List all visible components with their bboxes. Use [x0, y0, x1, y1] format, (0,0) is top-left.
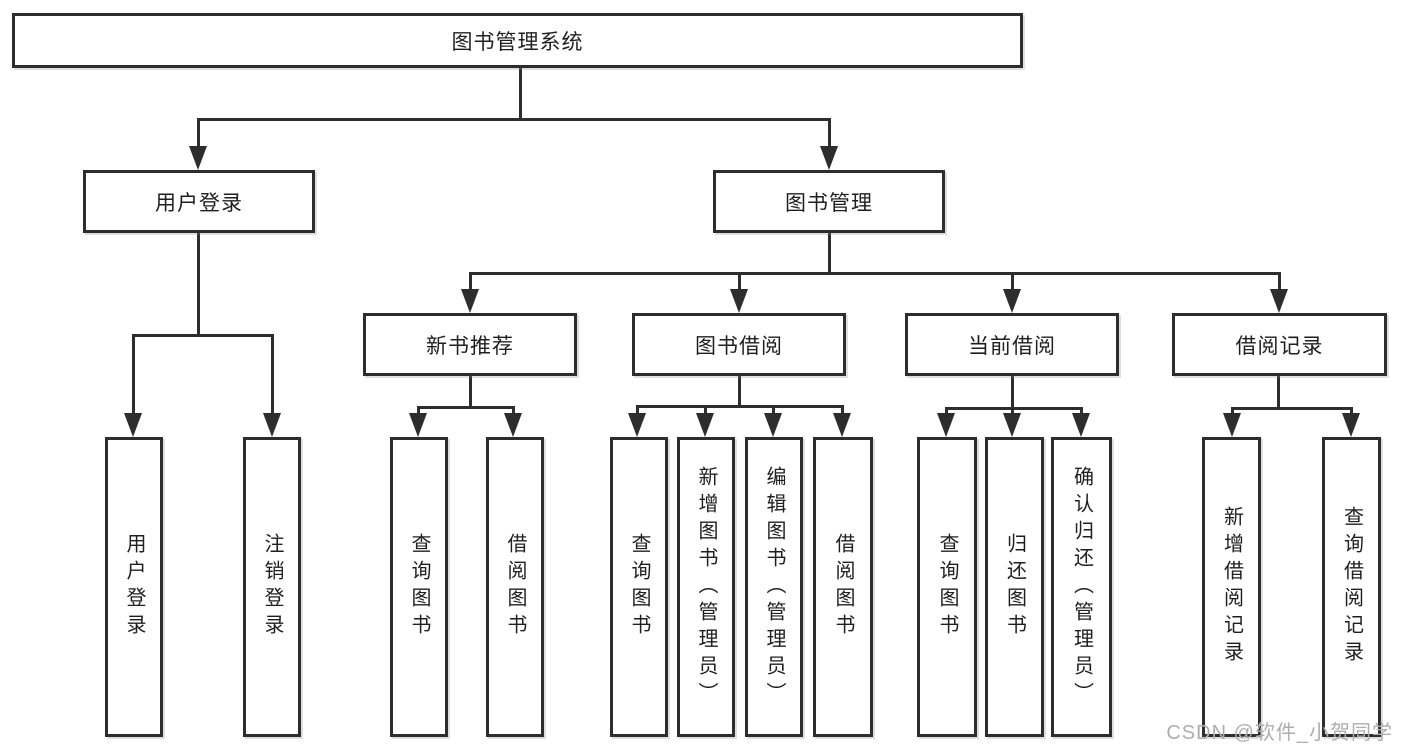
arrow-down-icon — [263, 413, 281, 437]
connector-borrow-split — [636, 405, 843, 408]
connector-recommend-stem — [469, 376, 472, 409]
node-new-book-recommend-label: 新书推荐 — [426, 334, 514, 358]
node-borrow-record-label: 借阅记录 — [1235, 334, 1324, 358]
leaf-edit-books-admin: 编辑图书（管理员） — [745, 437, 803, 737]
connector-to-book-management — [828, 118, 831, 151]
connector-level2-split — [197, 118, 831, 121]
connector-to-borrow-record — [1278, 272, 1281, 294]
connector-to-new-book-recommend — [469, 272, 472, 294]
connector-to-book-borrow — [738, 272, 741, 294]
connector-leaf-stem — [1011, 407, 1014, 418]
leaf-query-books-current: 查询图书 — [917, 437, 977, 737]
arrow-down-icon — [937, 413, 955, 437]
node-book-management: 图书管理 — [713, 170, 945, 233]
leaf-query-borrow-record: 查询借阅记录 — [1322, 437, 1381, 737]
arrow-down-icon — [820, 146, 838, 170]
leaf-label: 注销登录 — [261, 533, 283, 641]
connector-leaf-stem — [945, 407, 948, 418]
leaf-label: 查询借阅记录 — [1340, 506, 1363, 668]
leaf-label: 查询图书 — [408, 533, 430, 641]
connector-level3-split — [469, 272, 1280, 275]
connector-to-logout-leaf — [271, 334, 274, 418]
connector-current-stem — [1011, 376, 1014, 410]
node-new-book-recommend: 新书推荐 — [363, 313, 577, 376]
leaf-confirm-return-admin: 确认归还（管理员） — [1051, 437, 1112, 737]
leaf-borrow-books-recommend: 借阅图书 — [486, 437, 544, 737]
node-user-login: 用户登录 — [83, 170, 315, 233]
leaf-label: 新增借阅记录 — [1220, 506, 1243, 668]
node-root-label: 图书管理系统 — [451, 30, 584, 54]
leaf-label: 用户登录 — [123, 533, 145, 641]
leaf-borrow-books-borrow: 借阅图书 — [813, 437, 873, 737]
leaf-query-books-recommend: 查询图书 — [390, 437, 448, 737]
leaf-add-borrow-record: 新增借阅记录 — [1202, 437, 1261, 737]
leaf-logout: 注销登录 — [243, 437, 301, 737]
node-book-management-label: 图书管理 — [785, 191, 873, 215]
leaf-query-books-borrow: 查询图书 — [610, 437, 668, 737]
connector-leaf-stem — [772, 405, 775, 418]
connector-to-current-borrow — [1011, 272, 1014, 294]
node-book-borrow: 图书借阅 — [632, 313, 846, 376]
node-current-borrow-label: 当前借阅 — [968, 334, 1056, 358]
connector-recommend-split — [417, 406, 515, 409]
node-root: 图书管理系统 — [12, 13, 1023, 68]
arrow-down-icon — [1342, 413, 1360, 437]
connector-user-login-split — [132, 334, 274, 337]
connector-leaf-stem — [704, 405, 707, 418]
node-borrow-record: 借阅记录 — [1172, 313, 1387, 376]
arrow-down-icon — [124, 413, 142, 437]
connector-leaf-stem — [1350, 407, 1353, 418]
leaf-label: 编辑图书（管理员） — [763, 465, 785, 709]
arrow-down-icon — [696, 413, 714, 437]
leaf-label: 确认归还（管理员） — [1070, 465, 1093, 709]
connector-to-login-leaf — [132, 334, 135, 418]
arrow-down-icon — [1072, 413, 1090, 437]
leaf-return-books: 归还图书 — [985, 437, 1044, 737]
leaf-label: 借阅图书 — [504, 533, 526, 641]
leaf-label: 查询图书 — [628, 533, 650, 641]
arrow-down-icon — [628, 413, 646, 437]
arrow-down-icon — [730, 289, 748, 313]
arrow-down-icon — [1003, 289, 1021, 313]
connector-leaf-stem — [512, 406, 515, 418]
connector-leaf-stem — [417, 406, 420, 418]
arrow-down-icon — [409, 413, 427, 437]
leaf-label: 借阅图书 — [832, 533, 854, 641]
connector-leaf-stem — [1231, 407, 1234, 418]
leaf-label: 归还图书 — [1003, 533, 1026, 641]
connector-to-user-login — [197, 118, 200, 151]
connector-leaf-stem — [636, 405, 639, 418]
arrow-down-icon — [1223, 413, 1241, 437]
arrow-down-icon — [461, 289, 479, 313]
node-user-login-label: 用户登录 — [155, 191, 243, 215]
connector-leaf-stem — [841, 405, 844, 418]
leaf-label: 查询图书 — [936, 533, 958, 641]
arrow-down-icon — [1003, 413, 1021, 437]
leaf-add-books-admin: 新增图书（管理员） — [677, 437, 735, 737]
connector-user-login-stem — [197, 233, 200, 337]
arrow-down-icon — [504, 413, 522, 437]
connector-record-stem — [1277, 376, 1280, 410]
arrow-down-icon — [833, 413, 851, 437]
connector-record-split — [1231, 407, 1352, 410]
arrow-down-icon — [189, 146, 207, 170]
connector-root-stem — [519, 68, 522, 121]
csdn-watermark: CSDN @软件_小贺同学 — [1166, 722, 1393, 744]
connector-leaf-stem — [1080, 407, 1083, 418]
node-current-borrow: 当前借阅 — [905, 313, 1119, 376]
leaf-label: 新增图书（管理员） — [695, 465, 717, 709]
connector-borrow-stem — [738, 376, 741, 408]
node-book-borrow-label: 图书借阅 — [695, 334, 783, 358]
connector-book-management-stem — [828, 233, 831, 275]
arrow-down-icon — [764, 413, 782, 437]
arrow-down-icon — [1270, 289, 1288, 313]
leaf-user-login: 用户登录 — [105, 437, 163, 737]
